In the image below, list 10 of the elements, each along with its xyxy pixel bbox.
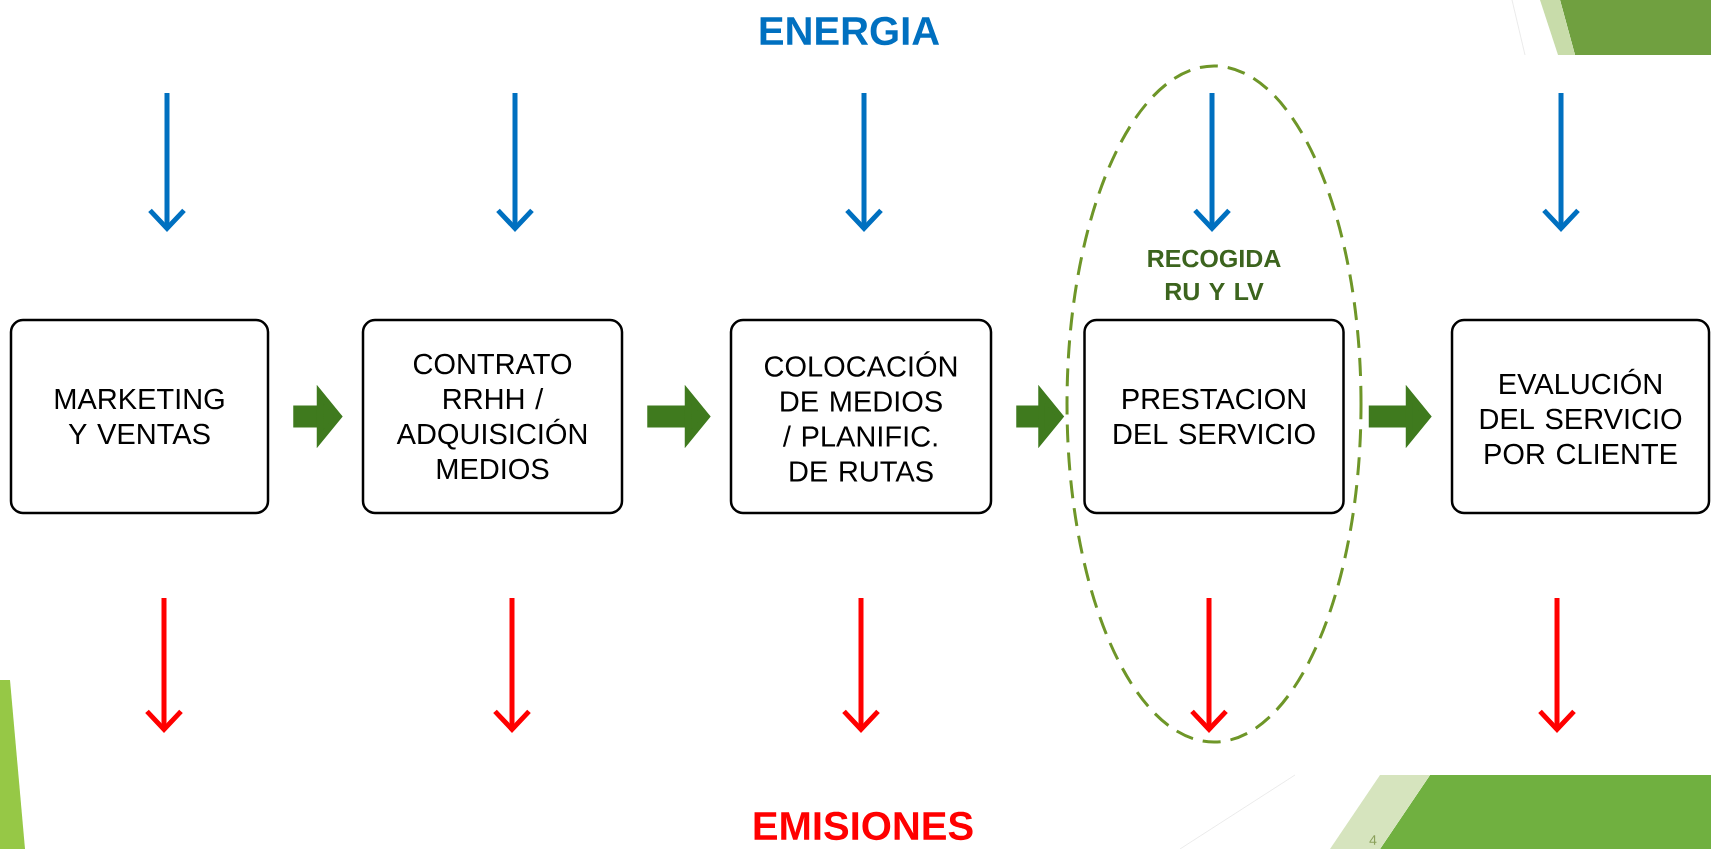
process-box: CONTRATO RRHH / ADQUISICIÓN MEDIOS — [361, 318, 624, 515]
process-box: EVALUCIÓN DEL SERVICIO POR CLIENTE — [1450, 318, 1711, 515]
process-box: COLOCACIÓN DE MEDIOS / PLANIFIC. DE RUTAS — [729, 318, 993, 515]
page-number: 4 — [1369, 835, 1377, 845]
process-box: MARKETING Y VENTAS — [9, 318, 270, 515]
group-heading: RECOGIDA RU Y LV — [1148, 249, 1281, 301]
heading: ENERGIA — [760, 16, 940, 46]
dashed-ellipse — [1065, 64, 1363, 744]
process-box: PRESTACION DEL SERVICIO — [1083, 318, 1345, 515]
heading: EMISIONES — [754, 811, 973, 841]
